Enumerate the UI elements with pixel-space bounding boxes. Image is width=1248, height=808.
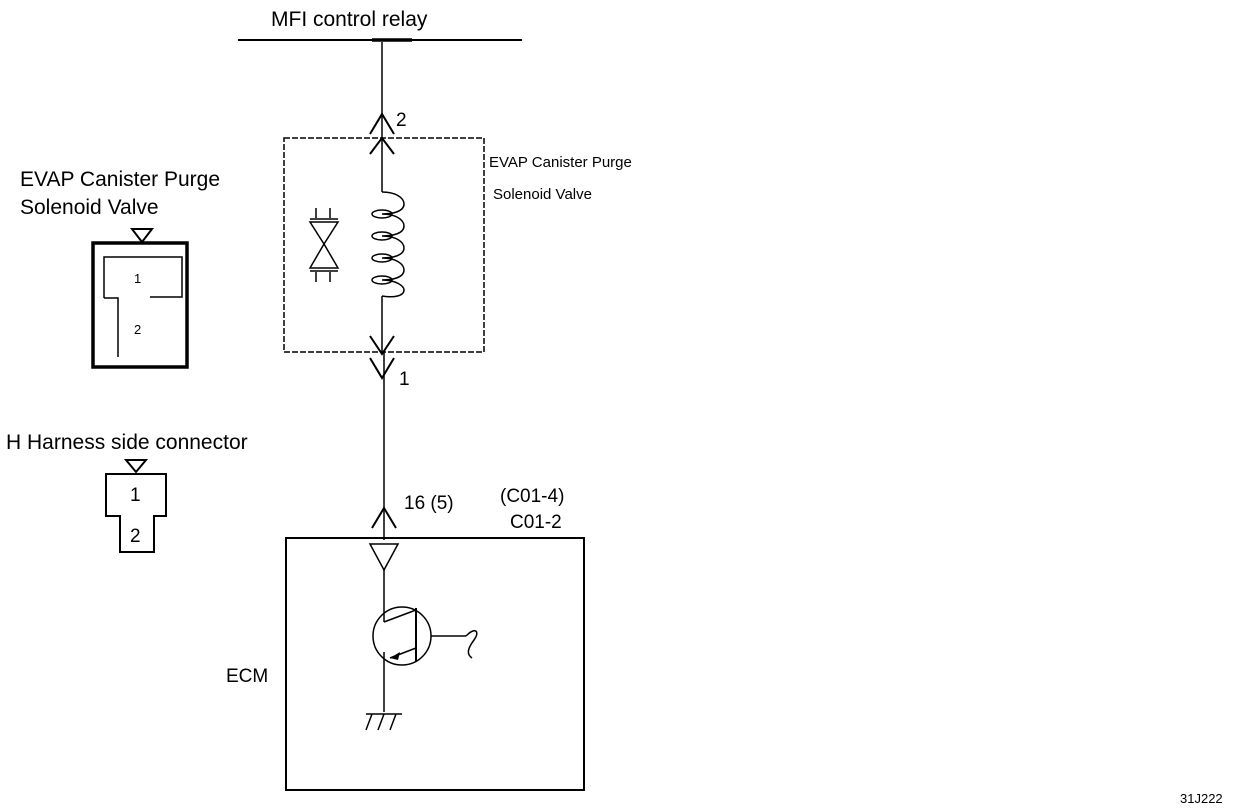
harness-connector-label: H Harness side connector (6, 431, 248, 454)
ecm-box (285, 537, 585, 791)
connector-arrow-pin1-inner (369, 335, 395, 356)
figure-code: 31J222 (1180, 791, 1223, 806)
ecm-pin-label: 16 (5) (404, 493, 454, 514)
valve-label-line2: Solenoid Valve (493, 186, 592, 203)
valve-component-box (283, 137, 485, 353)
valve-pin-top: 2 (396, 110, 407, 131)
connector-arrow-pin2-outer (369, 112, 395, 135)
coil-loop-2 (371, 231, 393, 241)
valve-connector-pin1: 1 (134, 271, 141, 286)
valve-connector-outline-lower (104, 297, 119, 357)
valve-label-line1: EVAP Canister Purge (489, 154, 632, 171)
valve-connector-pin2: 2 (134, 322, 141, 337)
transistor-icon (372, 600, 478, 712)
harness-connector-pin2: 2 (130, 526, 141, 547)
valve-connector-face (91, 241, 189, 369)
ecm-label: ECM (226, 666, 268, 687)
relay-label: MFI control relay (271, 8, 428, 31)
valve-connector-key-icon (129, 228, 155, 244)
ecm-connector-alt: (C01-4) (500, 486, 564, 507)
valve-pin-bottom: 1 (399, 369, 410, 390)
connector-arrow-pin1-outer (369, 357, 395, 380)
coil-loop-1 (371, 209, 393, 219)
valve-symbol-icon (308, 208, 340, 282)
connector-arrow-ecm (371, 506, 397, 529)
valve-connector-outline-upper (103, 256, 183, 298)
harness-connector-key-icon (123, 459, 149, 474)
ground-icon (365, 713, 402, 731)
coil-loop-4 (371, 275, 393, 285)
solenoid-coil-icon (381, 191, 405, 298)
harness-connector-pin1: 1 (130, 485, 141, 506)
valve-connector-label-line1: EVAP Canister Purge (20, 168, 220, 191)
harness-connector-face (105, 473, 167, 553)
ecm-terminal-icon (368, 543, 400, 572)
valve-connector-label-line2: Solenoid Valve (20, 196, 159, 219)
ecm-connector-label: C01-2 (510, 512, 562, 533)
coil-loop-3 (371, 253, 393, 263)
